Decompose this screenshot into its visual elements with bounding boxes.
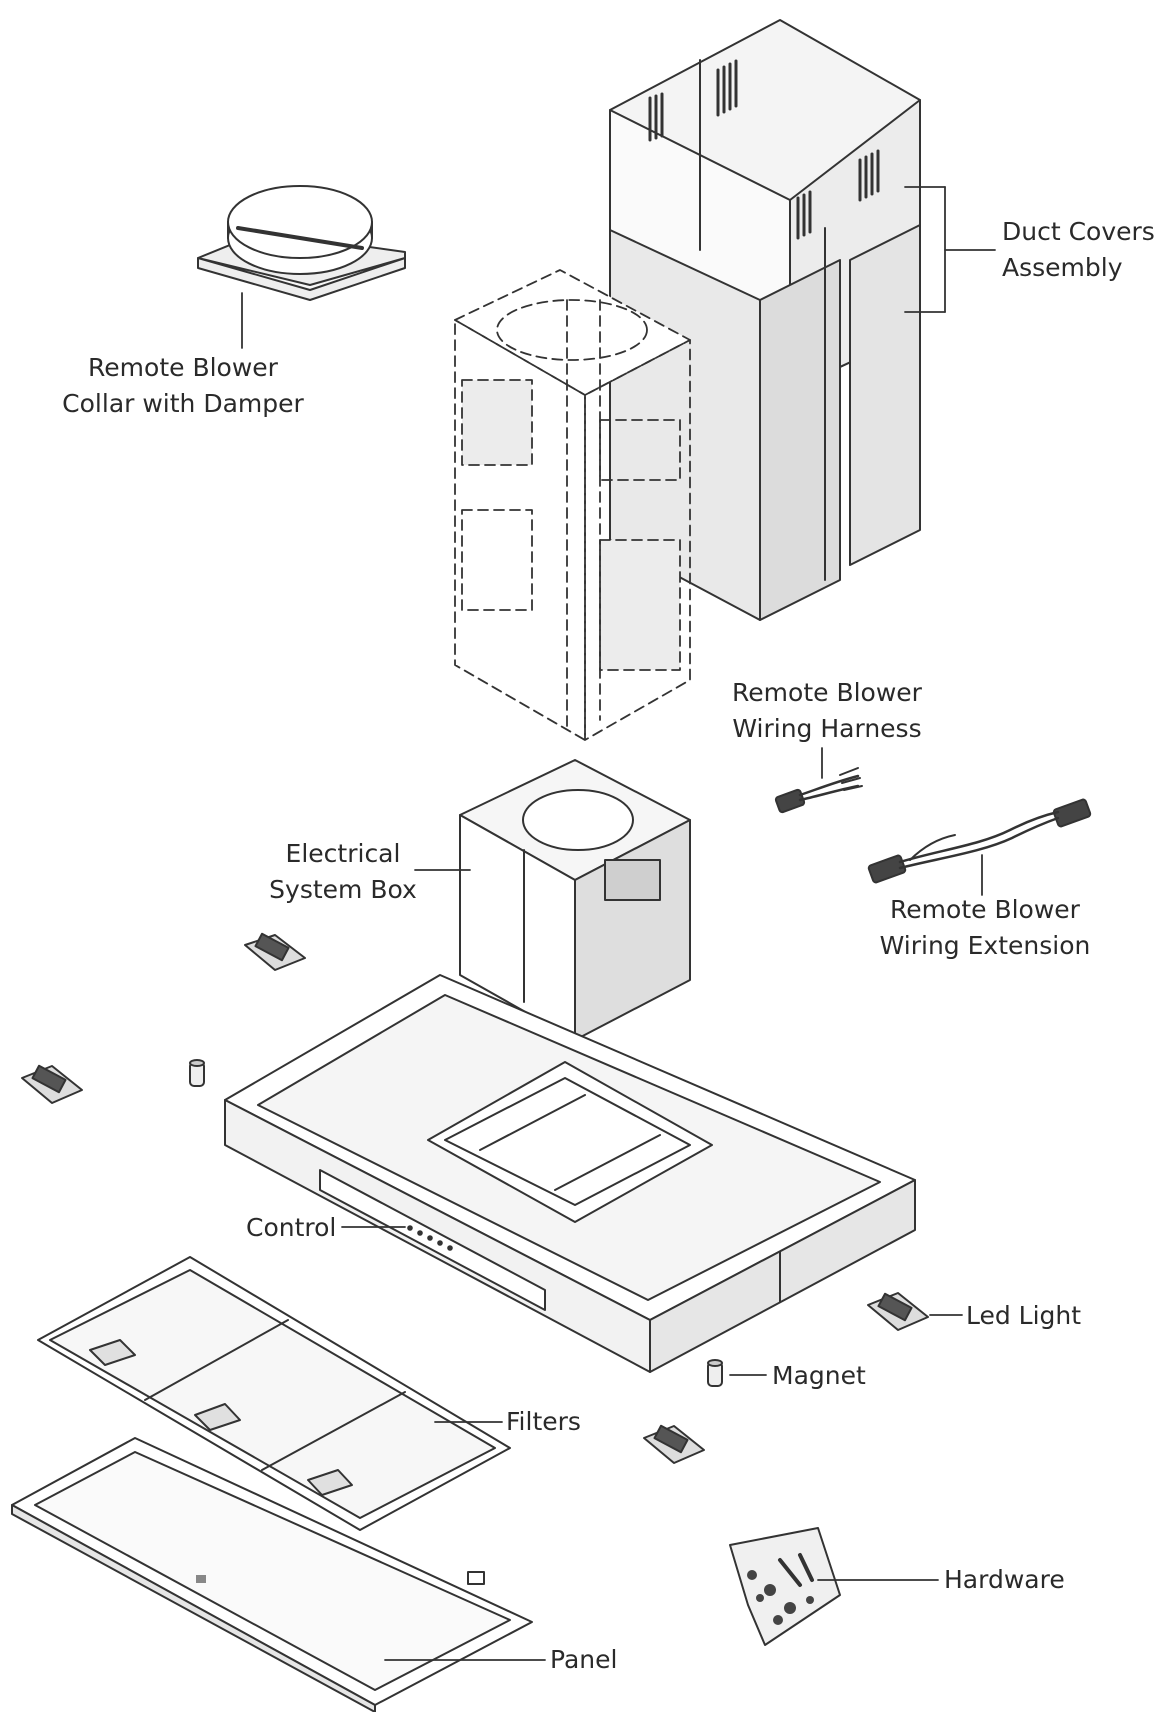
- label-hardware: Hardware: [944, 1565, 1065, 1594]
- magnet-2: [707, 1359, 723, 1387]
- label-duct-covers-line2: Assembly: [1002, 253, 1123, 282]
- filters: [37, 1256, 511, 1531]
- led-light-1: [244, 932, 306, 971]
- led-light-2: [21, 1064, 83, 1104]
- label-led-light: Led Light: [966, 1301, 1082, 1330]
- label-harness: Remote Blower Wiring Harness: [722, 675, 932, 747]
- label-duct-covers-line1: Duct Covers: [1002, 217, 1155, 246]
- label-extension-line2: Wiring Extension: [879, 931, 1091, 960]
- blower-collar: [197, 185, 406, 301]
- label-collar-line2: Collar with Damper: [62, 389, 304, 418]
- duct-covers-assembly: [609, 19, 921, 621]
- label-harness-line1: Remote Blower: [732, 678, 922, 707]
- label-collar-line1: Remote Blower: [88, 353, 278, 382]
- label-filters: Filters: [506, 1407, 581, 1436]
- label-extension: Remote Blower Wiring Extension: [870, 892, 1100, 964]
- label-collar: Remote Blower Collar with Damper: [58, 350, 308, 422]
- magnet-1: [189, 1059, 205, 1087]
- label-extension-line1: Remote Blower: [890, 895, 1080, 924]
- label-panel: Panel: [550, 1645, 618, 1674]
- panel: [11, 1437, 533, 1712]
- label-electrical-line1: Electrical: [285, 839, 401, 868]
- label-control: Control: [246, 1213, 337, 1242]
- electrical-system-box: [459, 759, 691, 1041]
- label-magnet: Magnet: [772, 1361, 866, 1390]
- led-light-4: [643, 1424, 705, 1464]
- label-duct-covers: Duct Covers Assembly: [1002, 214, 1155, 286]
- chimney-support-frame: [454, 269, 691, 741]
- label-harness-line2: Wiring Harness: [732, 714, 922, 743]
- wiring-harness: [774, 767, 863, 814]
- label-electrical-line2: System Box: [269, 875, 417, 904]
- wiring-extension: [867, 798, 1092, 884]
- label-electrical: Electrical System Box: [268, 836, 418, 908]
- hood-body: [224, 974, 916, 1373]
- duct-covers-leader: [904, 186, 996, 313]
- hardware-bag: [729, 1527, 841, 1646]
- led-light-3: [867, 1292, 929, 1331]
